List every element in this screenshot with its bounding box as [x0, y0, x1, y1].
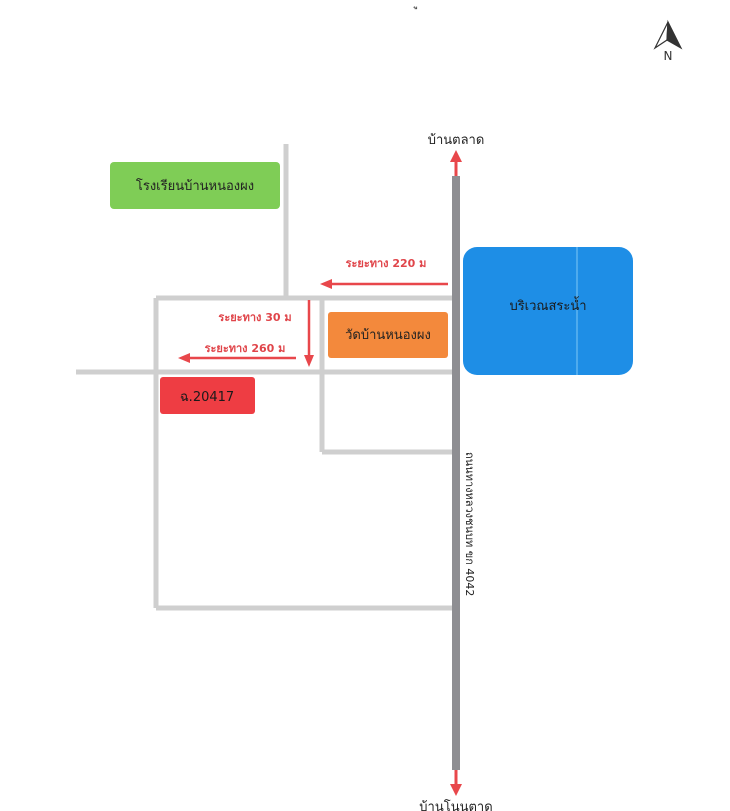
compass-label: N: [664, 49, 673, 63]
distance-260-label: ระยะทาง 260 ม: [205, 342, 286, 355]
top-clipped-text: ู: [413, 6, 418, 10]
water-area: บริเวณสระน้ำ: [463, 247, 633, 375]
school-label: โรงเรียนบ้านหนองผง: [136, 178, 254, 194]
distance-220: ระยะทาง 220 ม: [320, 257, 448, 289]
marker-box: ฉ.20417: [160, 377, 255, 414]
distance-260: ระยะทาง 260 ม: [178, 342, 296, 363]
temple-box: วัดบ้านหนองผง: [328, 312, 448, 358]
temple-label: วัดบ้านหนองผง: [345, 328, 431, 343]
water-label: บริเวณสระน้ำ: [509, 296, 586, 314]
marker-label: ฉ.20417: [180, 390, 234, 405]
south-direction-label: บ้านโนนตาด: [419, 799, 492, 811]
school-box: โรงเรียนบ้านหนองผง: [110, 162, 280, 209]
arrow-north: [450, 150, 462, 176]
north-direction-label: บ้านตลาด: [428, 133, 485, 148]
distance-30: ระยะทาง 30 ม: [218, 300, 314, 367]
distance-30-label: ระยะทาง 30 ม: [218, 311, 291, 324]
minor-roads: [76, 144, 453, 611]
distance-220-label: ระยะทาง 220 ม: [346, 257, 427, 270]
highway-label: ถนนทางหลวงชนบท ขก 4042: [463, 452, 476, 596]
north-arrow-icon: N: [653, 19, 683, 63]
arrow-south: [450, 770, 462, 796]
highway-4042: [452, 176, 460, 770]
